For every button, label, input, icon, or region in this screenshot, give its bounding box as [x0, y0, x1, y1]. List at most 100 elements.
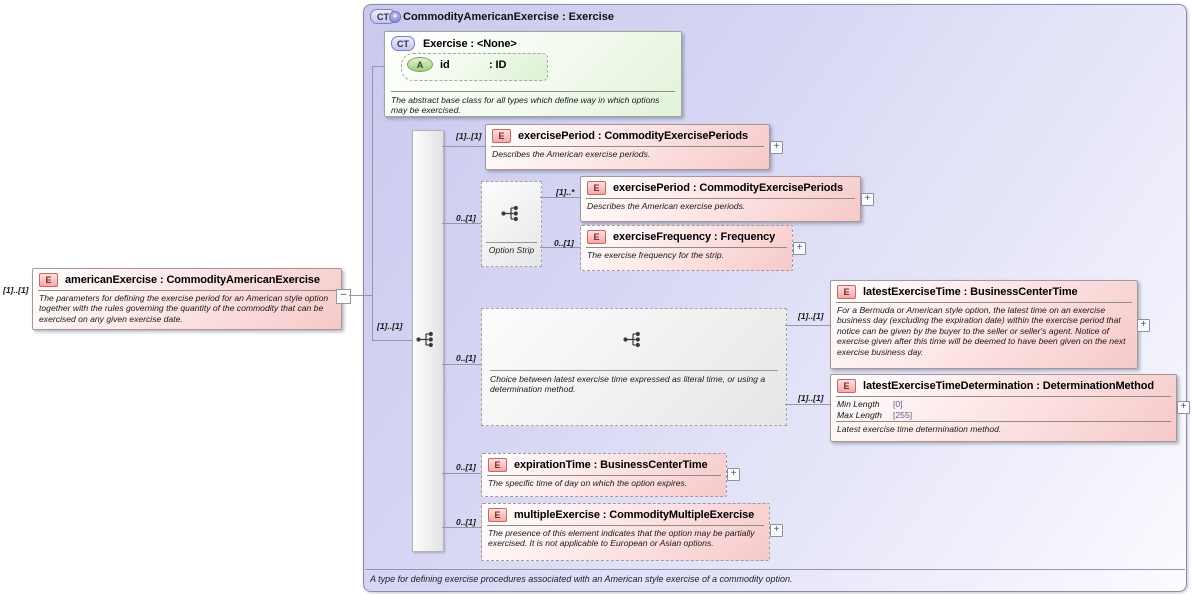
cardinality-label: 0..[1]: [554, 238, 574, 248]
expand-button[interactable]: +: [793, 242, 806, 255]
connector-line: [785, 404, 830, 405]
element-icon: E: [488, 508, 507, 522]
connector-line: [442, 223, 481, 224]
base-type-title: Exercise : <None>: [423, 37, 517, 50]
connector-line: [372, 340, 412, 341]
element-description: The exercise frequency for the strip.: [587, 250, 725, 260]
group-description: Choice between latest exercise time expr…: [490, 374, 766, 395]
facet-row: Min Length [0]: [837, 399, 1170, 410]
cardinality-label: [1]..[1]: [456, 131, 482, 141]
attribute-icon: A: [407, 57, 433, 72]
facet-name: Max Length: [837, 409, 882, 420]
cardinality-label: [1]..[1]: [377, 321, 403, 331]
element-title: exercisePeriod : CommodityExercisePeriod…: [518, 130, 749, 142]
element-description: The parameters for defining the exercise…: [39, 293, 329, 324]
element-multipleExercise[interactable]: E multipleExercise : CommodityMultipleEx…: [481, 503, 770, 561]
sequence-indicator-bar[interactable]: [412, 130, 444, 552]
attribute-id[interactable]: A id : ID: [401, 53, 548, 81]
option-strip-group[interactable]: Option Strip: [481, 181, 542, 267]
connector-line: [540, 197, 580, 198]
element-icon: E: [39, 273, 58, 287]
attribute-name: id: [440, 58, 450, 71]
connector-line: [442, 473, 481, 474]
element-icon: E: [492, 129, 511, 143]
element-description: Describes the American exercise periods.: [587, 201, 746, 211]
expand-button[interactable]: +: [1137, 319, 1150, 332]
element-icon: E: [587, 230, 606, 244]
cardinality-label: 0..[1]: [456, 517, 476, 527]
element-icon: E: [488, 458, 507, 472]
complex-type-icon: CT +: [370, 9, 401, 24]
divider: [487, 475, 721, 476]
element-americanExercise[interactable]: E americanExercise : CommodityAmericanEx…: [32, 268, 342, 330]
element-description: For a Bermuda or American style option, …: [837, 305, 1126, 357]
element-description: The presence of this element indicates t…: [488, 528, 755, 549]
facet-value: [0]: [893, 399, 903, 409]
element-title: exercisePeriod : CommodityExercisePeriod…: [613, 182, 844, 194]
derived-plus-icon: +: [389, 11, 401, 23]
divider: [490, 370, 778, 371]
cardinality-label: 0..[1]: [456, 462, 476, 472]
container-header: CT + CommodityAmericanExercise : Exercis…: [370, 9, 614, 24]
sequence-icon: [416, 331, 433, 348]
element-icon: E: [837, 379, 856, 393]
group-label: Option Strip: [488, 245, 535, 255]
element-exercisePeriod-strip[interactable]: E exercisePeriod : CommodityExercisePeri…: [580, 176, 861, 222]
element-title: multipleExercise : CommodityMultipleExer…: [514, 509, 755, 521]
facet-row: Max Length [255]: [837, 410, 1170, 421]
choice-icon: [623, 331, 640, 348]
cardinality-label: [1]..[1]: [3, 285, 29, 295]
base-type-description: The abstract base class for all types wh…: [391, 95, 660, 116]
expand-button[interactable]: +: [1177, 401, 1190, 414]
sequence-icon: [501, 205, 518, 222]
element-latestExerciseTime[interactable]: E latestExerciseTime : BusinessCenterTim…: [830, 280, 1138, 369]
connector-line: [442, 146, 485, 147]
choice-group[interactable]: Choice between latest exercise time expr…: [481, 308, 787, 426]
complex-type-icon: CT: [391, 36, 415, 51]
element-icon: E: [837, 285, 856, 299]
element-description: Describes the American exercise periods.: [492, 149, 651, 159]
divider: [487, 525, 764, 526]
container-footer-description: A type for defining exercise procedures …: [370, 574, 793, 584]
divider: [836, 421, 1171, 423]
divider: [491, 146, 764, 147]
element-title: latestExerciseTime : BusinessCenterTime: [863, 286, 1078, 298]
divider: [586, 198, 855, 199]
cardinality-label: 0..[1]: [456, 213, 476, 223]
cardinality-label: [1]..*: [556, 187, 575, 197]
expand-button[interactable]: +: [770, 141, 783, 154]
element-description: The specific time of day on which the op…: [488, 478, 688, 488]
element-icon: E: [587, 181, 606, 195]
cardinality-label: 0..[1]: [456, 353, 476, 363]
footer-divider: [365, 569, 1185, 570]
element-exerciseFrequency[interactable]: E exerciseFrequency : Frequency The exer…: [580, 225, 793, 271]
complex-type-icon-label: CT: [377, 11, 389, 22]
connector-line: [540, 247, 580, 248]
facet-name: Min Length: [837, 399, 880, 409]
element-description: Latest exercise time determination metho…: [837, 424, 1002, 435]
connector-line: [785, 325, 830, 326]
divider: [586, 247, 787, 248]
expand-button[interactable]: +: [727, 468, 740, 481]
element-exercisePeriod[interactable]: E exercisePeriod : CommodityExercisePeri…: [485, 124, 770, 170]
element-title: latestExerciseTimeDetermination : Determ…: [863, 380, 1154, 392]
connector-line: [442, 527, 481, 528]
attribute-type: : ID: [489, 58, 507, 71]
divider: [836, 396, 1171, 397]
connector-line: [349, 295, 372, 296]
collapse-button[interactable]: −: [336, 289, 351, 304]
divider: [836, 302, 1132, 303]
divider: [391, 91, 675, 92]
divider: [38, 290, 336, 291]
expand-button[interactable]: +: [770, 524, 783, 537]
expand-button[interactable]: +: [861, 193, 874, 206]
element-title: expirationTime : BusinessCenterTime: [514, 459, 708, 471]
element-latestExerciseTimeDetermination[interactable]: E latestExerciseTimeDetermination : Dete…: [830, 374, 1177, 442]
cardinality-label: [1]..[1]: [798, 311, 824, 321]
element-title: americanExercise : CommodityAmericanExer…: [65, 274, 320, 286]
element-expirationTime[interactable]: E expirationTime : BusinessCenterTime Th…: [481, 453, 727, 497]
connector-line: [442, 364, 481, 365]
connector-line: [372, 66, 373, 340]
facet-value: [255]: [893, 409, 913, 420]
